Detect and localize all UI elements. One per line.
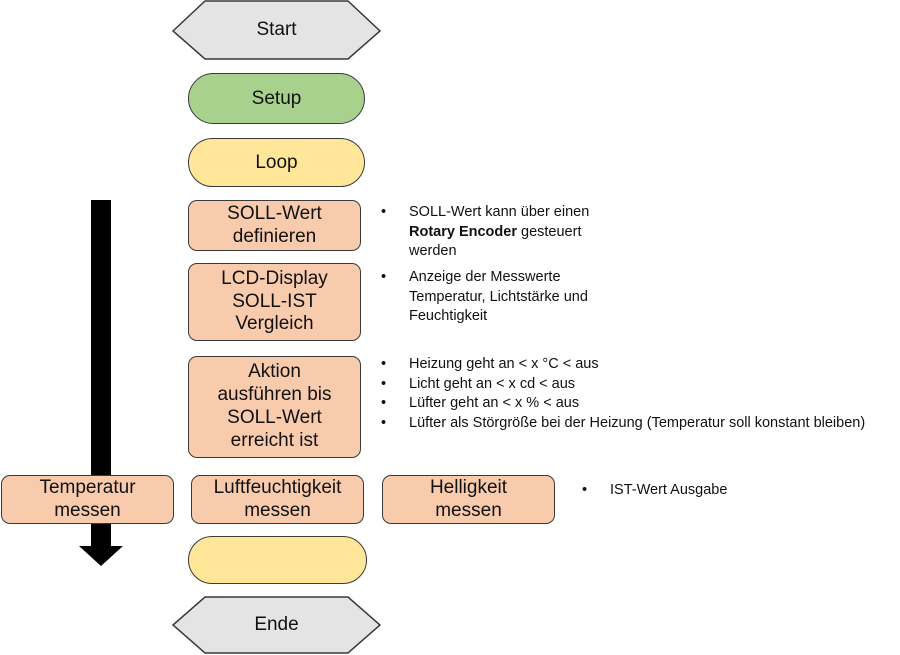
temperatur-measure-step: Temperatur messen [1, 475, 174, 524]
aktion-step: Aktion ausführen bis SOLL-Wert erreicht … [188, 356, 361, 458]
soll-note-item: SOLL-Wert kann über einen Rotary Encoder… [381, 203, 641, 262]
rotary-encoder-text: Rotary Encoder [409, 223, 517, 240]
aktion-note-item: Licht geht an < x cd < aus [381, 375, 896, 395]
lcd-note-item: Anzeige der Messwerte Temperatur, Lichts… [381, 268, 641, 327]
aktion-note-item: Heizung geht an < x °C < aus [381, 355, 896, 375]
end-terminal-shape [171, 596, 382, 654]
ist-notes: IST-Wert Ausgabe [582, 481, 782, 501]
setup-node: Setup [188, 73, 365, 124]
soll-wert-step: SOLL-Wert definieren [188, 200, 361, 251]
helligkeit-measure-step: Helligkeit messen [382, 475, 555, 524]
end-label: Ende [254, 613, 299, 635]
lcd-notes: Anzeige der Messwerte Temperatur, Lichts… [381, 268, 641, 327]
ist-note-item: IST-Wert Ausgabe [582, 481, 782, 501]
lcd-display-step: LCD-Display SOLL-IST Vergleich [188, 263, 361, 341]
start-terminal-shape [171, 0, 382, 60]
soll-notes: SOLL-Wert kann über einen Rotary Encoder… [381, 203, 641, 262]
loop-node: Loop [188, 138, 365, 187]
aktion-notes: Heizung geht an < x °C < aus Licht geht … [381, 355, 896, 433]
start-label: Start [256, 18, 297, 40]
loop-end-node [188, 536, 367, 584]
luftfeuchtigkeit-measure-step: Luftfeuchtigkeit messen [191, 475, 364, 524]
down-arrow-icon [79, 200, 123, 566]
aktion-note-item: Lüfter geht an < x % < aus [381, 394, 896, 414]
aktion-note-item: Lüfter als Störgröße bei der Heizung (Te… [381, 414, 896, 434]
